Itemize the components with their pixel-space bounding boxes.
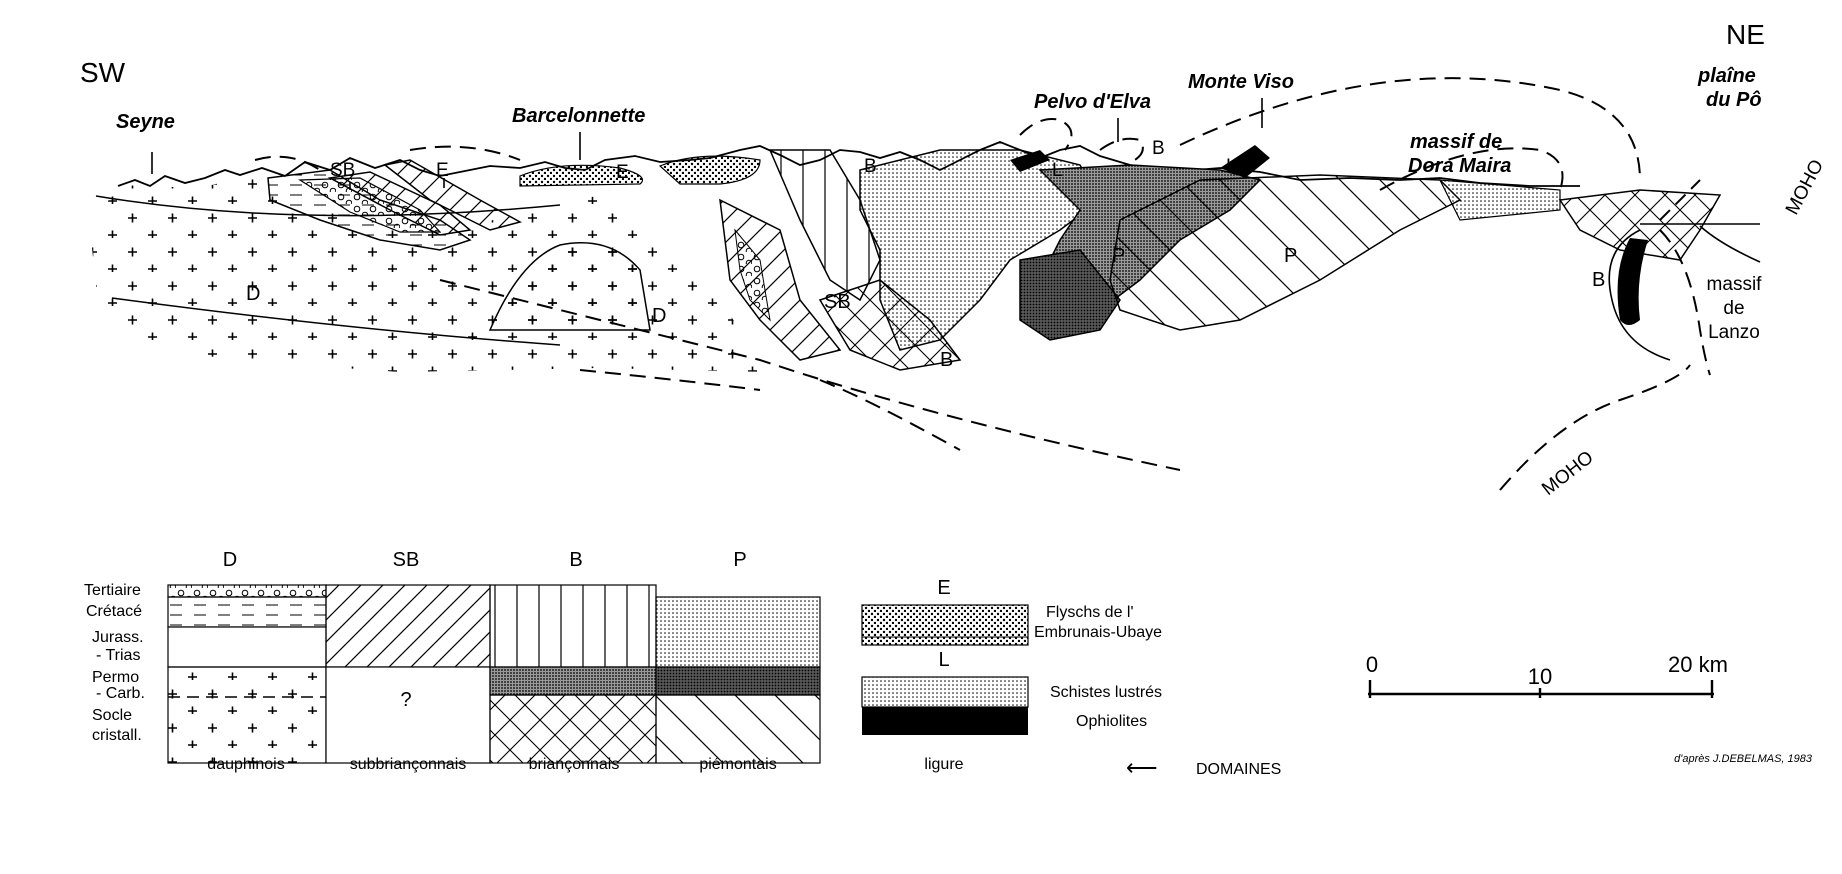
age-tertiaire: Tertiaire: [84, 582, 141, 599]
legend-header-b: B: [569, 549, 582, 571]
age-cristall: cristall.: [92, 727, 142, 744]
lanzo-line-2: de: [1723, 298, 1744, 319]
section-label-l-1: L: [1052, 160, 1063, 181]
lanzo-line-3: Lanzo: [1708, 322, 1760, 343]
scale-tick-20: 20 km: [1668, 652, 1728, 677]
domaines-arrow: ⟵: [1126, 755, 1158, 780]
moho-label-bottom: MOHO: [1538, 447, 1598, 500]
legend-header-d: D: [223, 549, 237, 571]
section-drawing: [90, 77, 1761, 491]
legend-schistes: Schistes lustrés: [1050, 684, 1162, 701]
domain-name-brianconnais: briançonnais: [529, 756, 620, 773]
direction-ne: NE: [1726, 19, 1765, 50]
domain-name-subbrianconnais: subbriançonnais: [350, 756, 467, 773]
section-label-p-2: P: [1284, 245, 1297, 267]
age-carb: - Carb.: [96, 685, 145, 702]
domain-name-dauphinois: dauphinois: [207, 756, 284, 773]
section-label-sb-2: SB: [824, 291, 851, 313]
direction-sw: SW: [80, 57, 126, 88]
section-label-e-1: E: [436, 160, 449, 181]
section-label-l-2: L: [1226, 156, 1237, 177]
age-permo: Permo: [92, 669, 139, 686]
legend-ophiolites: Ophiolites: [1076, 713, 1147, 730]
domain-name-ligure: ligure: [924, 756, 963, 773]
section-label-d-2: D: [652, 305, 666, 327]
legend-header-sb: SB: [393, 549, 420, 571]
legend-flysch-2: Embrunais-Ubaye: [1034, 624, 1162, 641]
section-label-b-2: B: [940, 349, 953, 371]
legend-unknown: ?: [400, 689, 411, 711]
credit-text: d'après J.DEBELMAS, 1983: [1674, 753, 1813, 765]
legend-columns: D SB B P: [167, 549, 1029, 764]
scale-tick-0: 0: [1366, 652, 1378, 677]
section-label-sb: SB: [330, 160, 355, 181]
moho-label-top: MOHO: [1782, 156, 1828, 218]
place-plaine: plaîne: [1697, 65, 1756, 87]
legend-e-letter: E: [937, 577, 950, 599]
domaines-label: DOMAINES: [1196, 761, 1281, 778]
age-trias: - Trias: [96, 647, 140, 664]
scale-bar: [1368, 680, 1714, 698]
lanzo-line-1: massif: [1707, 274, 1763, 295]
legend-header-p: P: [733, 549, 746, 571]
scale-tick-10: 10: [1528, 664, 1552, 689]
legend-flysch-1: Flyschs de l': [1046, 604, 1134, 621]
age-cretace: Crétacé: [86, 603, 142, 620]
place-barcelonnette: Barcelonnette: [512, 105, 645, 127]
section-label-b-4: B: [1592, 269, 1605, 291]
age-jurass: Jurass.: [92, 629, 144, 646]
legend-l-letter: L: [938, 649, 949, 671]
section-label-p-1: P: [1112, 245, 1125, 267]
place-dora-maira-2: Dora Maira: [1408, 155, 1511, 177]
place-seyne: Seyne: [116, 111, 175, 133]
section-label-e-2: E: [616, 162, 629, 183]
place-monte-viso: Monte Viso: [1188, 71, 1294, 93]
place-pelvo-d-elva: Pelvo d'Elva: [1034, 91, 1151, 113]
section-label-b-3: B: [1152, 138, 1165, 159]
place-dora-maira-1: massif de: [1410, 131, 1502, 153]
section-label-d-1: D: [246, 283, 260, 305]
domain-name-piemontais: piémontais: [699, 756, 776, 773]
age-socle: Socle: [92, 707, 132, 724]
section-label-b-1: B: [864, 156, 877, 177]
place-du-po: du Pô: [1706, 89, 1762, 111]
